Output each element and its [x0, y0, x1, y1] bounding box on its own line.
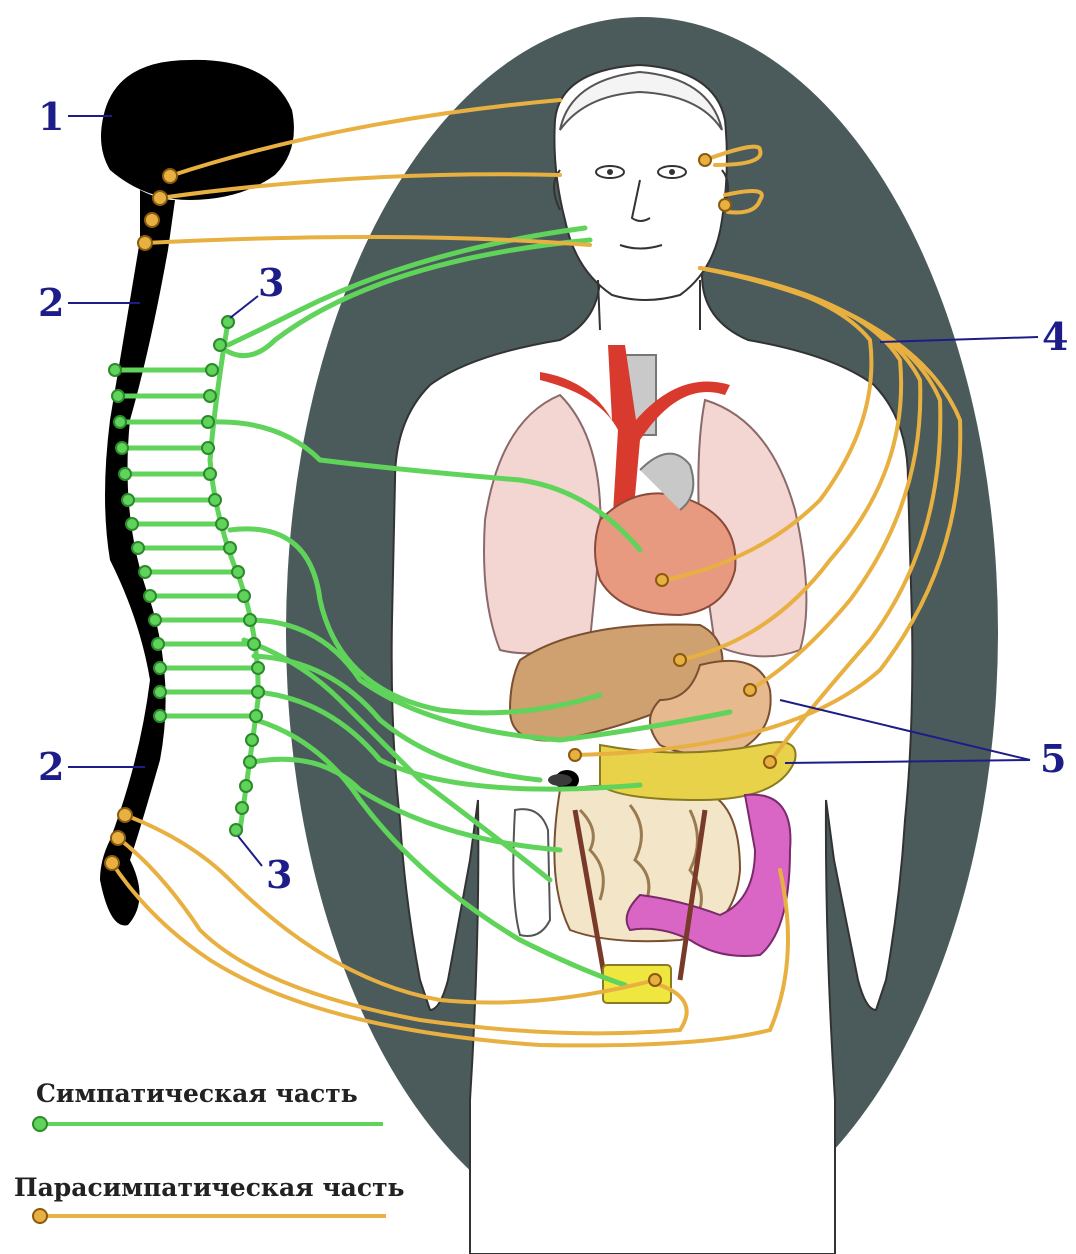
- label-1-brain: 1: [38, 94, 64, 139]
- label-3-sympathetic-trunk-top: 3: [258, 260, 284, 305]
- legend-parasympathetic-dot: [33, 1209, 47, 1223]
- label-2-spinal-cord-top: 2: [38, 280, 64, 325]
- sympathetic-ganglia: [202, 316, 264, 836]
- label-5-ganglia: 5: [1040, 736, 1066, 781]
- gallbladder: [548, 774, 572, 786]
- central-nervous-system: [100, 60, 294, 926]
- legend: Симпатическая часть Парасимпатическая ча…: [14, 1079, 405, 1223]
- label-4-vagus-nerve: 4: [1042, 314, 1068, 359]
- label-3-sympathetic-trunk-bottom: 3: [266, 852, 292, 897]
- brain: [101, 60, 294, 200]
- label-2-spinal-cord-bottom: 2: [38, 744, 64, 789]
- legend-sympathetic-dot: [33, 1117, 47, 1131]
- spinal-cord: [100, 240, 168, 925]
- legend-parasympathetic-label: Парасимпатическая часть: [14, 1173, 405, 1202]
- legend-sympathetic-label: Симпатическая часть: [36, 1079, 358, 1108]
